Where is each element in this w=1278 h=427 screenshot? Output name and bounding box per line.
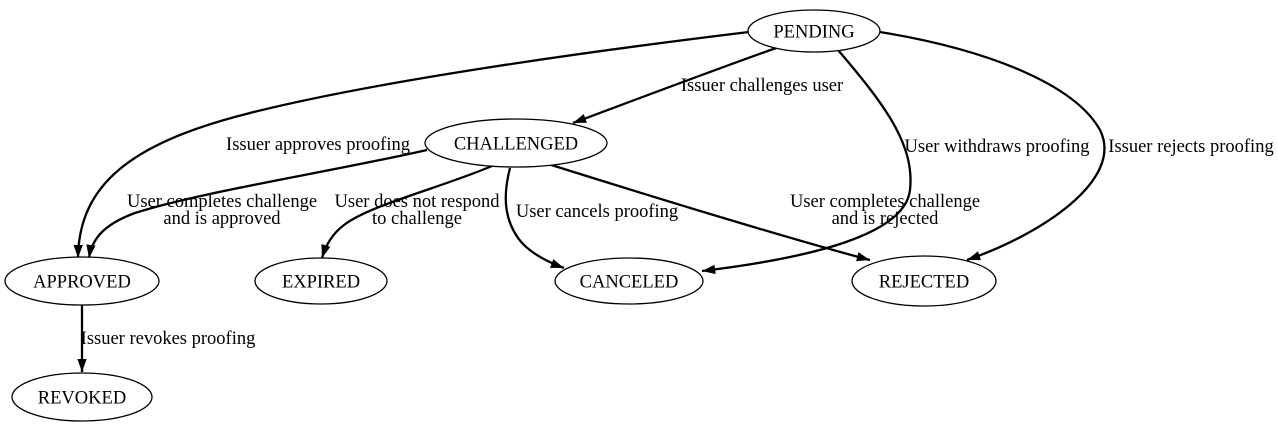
state-node-shape-revoked [11,372,153,422]
edge-label-challenged-expired-line1: User does not respond [335,192,501,212]
state-node-expired: EXPIRED [254,257,388,305]
state-node-canceled: CANCELED [554,257,704,305]
state-node-challenged: CHALLENGED [424,118,608,168]
edge-challenged-approved [86,148,428,259]
state-node-pending: PENDING [747,9,881,53]
state-node-label-approved: APPROVED [33,273,131,293]
state-node-rejected: REJECTED [851,255,997,307]
state-node-shape-rejected [851,255,997,307]
edge-challenged-canceled [504,167,565,270]
edge-label-pending-canceled: User withdraws proofing [905,137,1090,157]
edge-label-challenged-approved-line2: and is approved [163,209,281,229]
edge-label-challenged-expired-line2: to challenge [372,209,462,229]
edge-pending-canceled [701,49,912,275]
state-node-shape-challenged [424,118,608,168]
edge-label-pending-approved: Issuer approves proofing [226,135,410,155]
nodes-layer: PENDING CHALLENGED APPROVED EXPIRED CANCELED… [4,9,997,422]
state-node-approved: APPROVED [4,256,160,306]
edge-label-challenged-canceled: User cancels proofing [516,202,678,222]
state-node-revoked: REVOKED [11,372,153,422]
edge-label-challenged-rejected-line2: and is rejected [832,209,940,229]
state-node-shape-approved [4,256,160,306]
edge-label-challenged-approved-line1: User completes challenge [127,192,317,212]
state-node-label-rejected: REJECTED [879,273,969,293]
edge-pending-rejected [879,30,1106,262]
state-node-label-challenged: CHALLENGED [454,135,578,155]
edge-pending-approved [73,30,750,259]
edge-label-pending-rejected: Issuer rejects proofing [1108,137,1273,157]
edge-label-challenged-rejected-line1: User completes challenge [790,192,980,212]
edge-challenged-expired [320,164,493,259]
state-node-label-pending: PENDING [773,23,854,43]
edge-pending-challenged [572,45,780,125]
state-node-shape-expired [254,257,388,305]
edge-label-pending-challenged: Issuer challenges user [681,76,843,96]
state-node-label-canceled: CANCELED [580,273,679,293]
edge-challenged-rejected [544,161,871,262]
edge-label-approved-revoked: Issuer revokes proofing [81,329,256,349]
state-node-label-revoked: REVOKED [38,389,126,409]
edges-layer [73,30,1106,373]
state-node-shape-pending [747,9,881,53]
state-node-shape-canceled [554,257,704,305]
state-node-label-expired: EXPIRED [282,273,360,293]
